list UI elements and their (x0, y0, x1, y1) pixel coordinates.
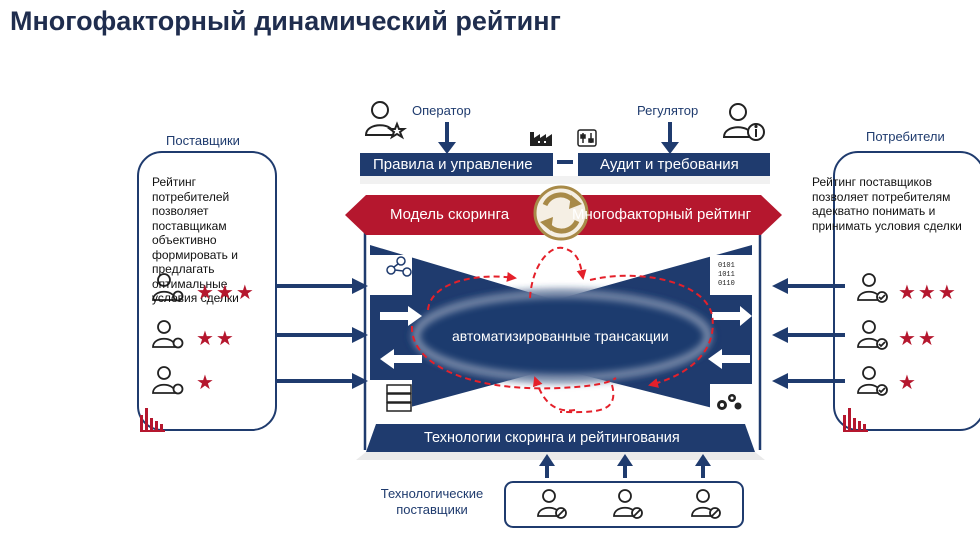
page-title: Многофакторный динамический рейтинг (10, 6, 561, 36)
audit-bar (578, 153, 770, 176)
suppliers-panel (137, 151, 277, 431)
svg-text:0101: 0101 (718, 262, 735, 270)
regulator-label: Регулятор (637, 103, 699, 118)
bar-chart-icon (140, 408, 868, 432)
rules-bar (360, 153, 553, 176)
tech-label: Технологии скоринга и рейтингования (424, 430, 680, 446)
user-gear-icon (152, 273, 184, 395)
consumers-panel (833, 151, 980, 431)
server-icon (386, 384, 412, 412)
rules-label: Правила и управление (373, 156, 533, 173)
network-icon (386, 256, 412, 277)
consumer-star-rating-1: ★★★ (898, 280, 958, 304)
tech-bar (366, 424, 755, 452)
consumer-star-rating-3: ★ (898, 370, 918, 394)
gears-icon (717, 394, 742, 410)
multifactor-rating-label: Многофакторный рейтинг (572, 206, 752, 223)
settings-sliders-icon (577, 129, 597, 147)
consumer-star-rating-2: ★★ (898, 326, 938, 350)
regulator-icon (722, 103, 765, 141)
tech-suppliers-box (504, 481, 744, 528)
operator-icon (364, 101, 407, 140)
scoring-model-label: Модель скоринга (390, 206, 510, 223)
factory-icon (530, 132, 552, 146)
supplier-star-rating-1: ★★★ (196, 280, 256, 304)
suppliers-text: Рейтинг потребителей позволяет поставщик… (152, 175, 239, 305)
svg-text:0110: 0110 (718, 280, 735, 288)
supplier-star-rating-2: ★★ (196, 326, 236, 350)
user-pen-icon (537, 489, 721, 519)
consumers-label: Потребители (866, 129, 945, 144)
suppliers-label: Поставщики (166, 133, 240, 148)
svg-text:1011: 1011 (718, 271, 735, 279)
transactions-label: автоматизированные трансакции (452, 328, 669, 344)
supplier-star-rating-3: ★ (196, 370, 216, 394)
audit-label: Аудит и требования (600, 156, 739, 173)
operator-label: Оператор (412, 103, 471, 118)
user-check-icon (857, 273, 888, 396)
consumers-text: Рейтинг поставщиков позволяет потребител… (812, 175, 962, 233)
binary-icon: 0101 1011 0110 (718, 262, 735, 288)
tech-suppliers-label: Технологические поставщики (380, 486, 484, 517)
cycle-icon (533, 185, 589, 241)
